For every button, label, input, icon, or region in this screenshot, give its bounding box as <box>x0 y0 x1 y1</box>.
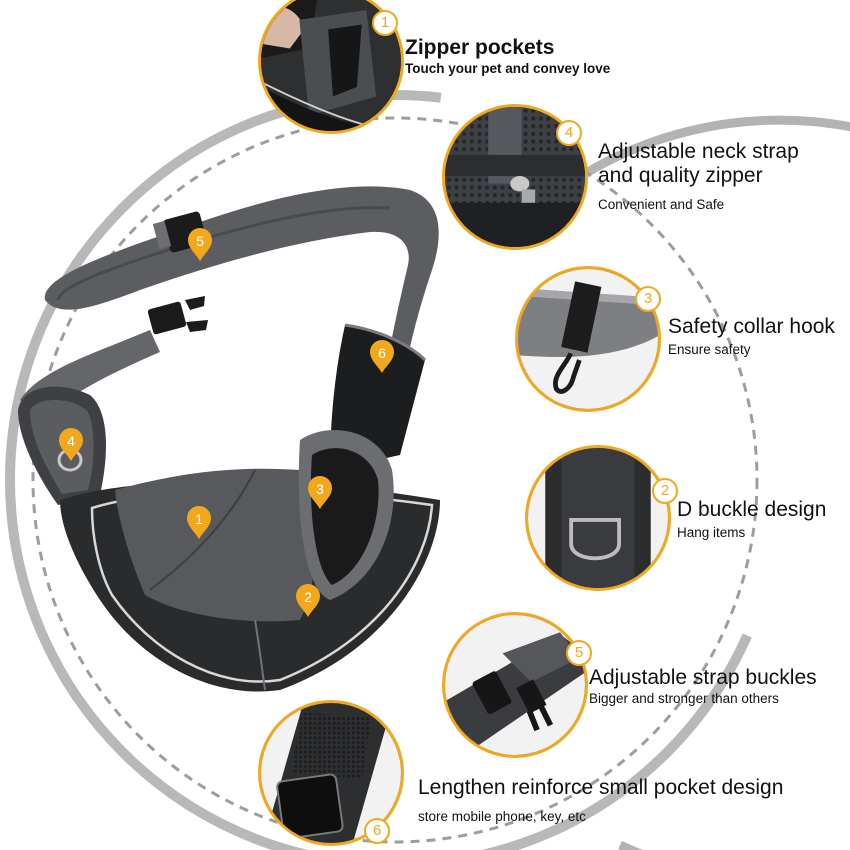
bag-marker-5: 5 <box>187 228 213 262</box>
feature-number-badge: 5 <box>566 640 592 666</box>
detail-strap-buckles-image <box>442 612 588 758</box>
feature-d-buckle: D buckle design Hang items <box>677 498 826 542</box>
bag-marker-4: 4 <box>58 428 84 462</box>
feature-title: D buckle design <box>677 498 827 521</box>
feature-title: Lengthen reinforce small pocket design <box>418 776 784 799</box>
feature-strap-buckles: Adjustable strap buckles Bigger and stro… <box>589 666 817 708</box>
feature-title: Adjustable strap buckles <box>589 666 817 689</box>
feature-title-line2: and quality zipper <box>598 164 763 187</box>
detail-zipper-pocket-image <box>258 0 404 134</box>
feature-title: Zipper pockets <box>405 36 555 59</box>
bag-marker-2: 2 <box>295 584 321 618</box>
feature-subtitle: store mobile phone, key, etc <box>418 809 586 824</box>
marker-number: 6 <box>378 345 386 361</box>
marker-number: 2 <box>304 589 312 605</box>
feature-subtitle: Touch your pet and convey love <box>405 61 611 76</box>
feature-number-badge: 2 <box>652 478 678 504</box>
marker-number: 3 <box>316 481 324 497</box>
feature-subtitle: Hang items <box>677 525 746 540</box>
feature-number-badge: 4 <box>556 120 582 146</box>
feature-zipper-pockets: Zipper pockets Touch your pet and convey… <box>405 36 610 78</box>
feature-subtitle: Bigger and stronger than others <box>589 691 779 706</box>
detail-d-ring-image <box>525 445 671 591</box>
bag-marker-6: 6 <box>369 340 395 374</box>
marker-number: 1 <box>195 511 203 527</box>
marker-number: 4 <box>67 433 75 449</box>
feature-subtitle: Ensure safety <box>668 342 751 357</box>
feature-number-badge: 3 <box>635 286 661 312</box>
feature-title: Adjustable neck strap <box>598 140 799 163</box>
bag-marker-1: 1 <box>186 506 212 540</box>
feature-number-badge: 1 <box>372 10 398 36</box>
feature-subtitle: Convenient and Safe <box>598 197 725 212</box>
feature-number-badge: 6 <box>364 818 390 844</box>
feature-title: Safety collar hook <box>668 315 835 338</box>
feature-small-pocket: Lengthen reinforce small pocket design s… <box>418 776 783 826</box>
feature-neck-strap-zipper: Adjustable neck strap and quality zipper… <box>598 140 799 214</box>
marker-number: 5 <box>196 233 204 249</box>
bag-marker-3: 3 <box>307 476 333 510</box>
feature-collar-hook: Safety collar hook Ensure safety <box>668 315 835 359</box>
